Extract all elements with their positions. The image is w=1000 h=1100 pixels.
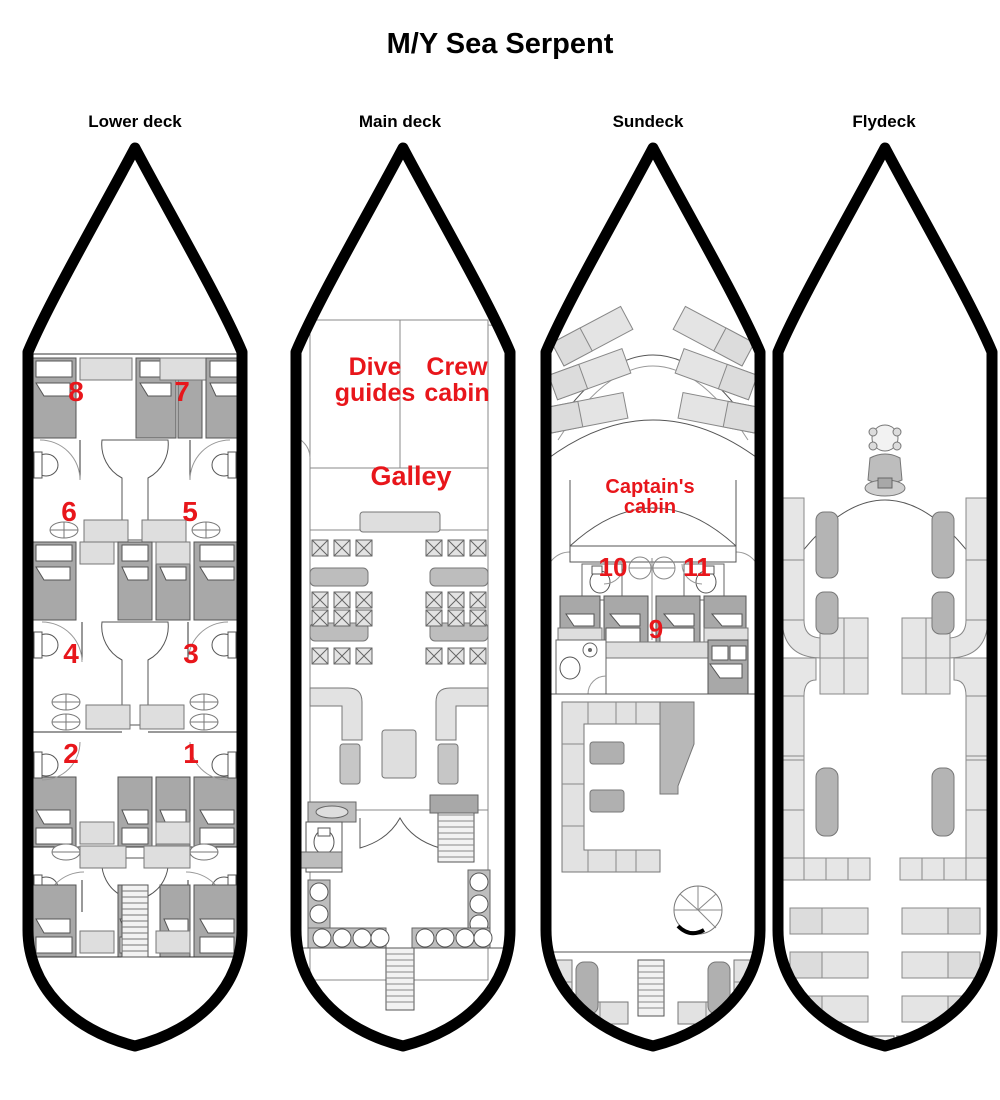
sun-loungers-bow (546, 305, 760, 434)
cabin-row-2-1 (28, 884, 242, 958)
deck-label-lower-deck: Lower deck (88, 112, 182, 131)
captains-cabin-room (546, 480, 760, 577)
tank-rack-right-vertical (467, 869, 491, 934)
cabin-9-area (546, 639, 760, 695)
corridor-middle (85, 621, 185, 730)
salon-sofas (309, 687, 489, 785)
forward-cabins (296, 319, 510, 469)
stairs-main-deck-side (437, 809, 475, 863)
hull-outline-main-deck (290, 142, 516, 1052)
cabin-row-6-5 (31, 541, 239, 621)
flydeck-upper-sofas (778, 497, 992, 761)
tank-rack-left-horizontal (307, 927, 390, 949)
deck-label-main-deck: Main deck (358, 112, 442, 131)
tank-rack-left-vertical (307, 879, 331, 929)
corridor-upper (83, 439, 187, 543)
deck-label-flydeck: Flydeck (852, 112, 916, 131)
deck-main-deck (278, 140, 528, 1070)
cabin-row-4-3 (28, 776, 242, 848)
stairs-sundeck-stern (637, 959, 665, 1017)
cabin-10-11-beds (557, 595, 749, 643)
dining-salon (309, 511, 489, 811)
tank-rack-right-horizontal (411, 927, 493, 949)
hull-outline-flydeck (772, 142, 998, 1052)
spiral-staircase-sundeck (673, 885, 723, 936)
hull-outline-lower-deck (22, 142, 248, 1052)
cabin-row-8-7 (31, 357, 241, 439)
bathrooms-row-2 (28, 621, 242, 733)
deck-sundeck (528, 140, 778, 1070)
page-title: M/Y Sea Serpent (386, 28, 614, 60)
bathrooms-row-1 (33, 439, 237, 539)
cabin-10-11-bathrooms (581, 556, 725, 640)
galley-room (309, 467, 489, 531)
hull-outline-sundeck (540, 142, 766, 1052)
deck-flydeck (760, 140, 1000, 1070)
deck-label-sundeck: Sundeck (612, 112, 684, 131)
stairs-main-deck-stern (385, 947, 415, 1011)
helm-console (864, 424, 906, 497)
lounge-c-shape (561, 701, 695, 873)
flydeck-upper-tables (815, 511, 955, 635)
flydeck-sun-loungers (789, 907, 981, 1023)
dive-deck (296, 794, 510, 1011)
deck-lower-deck (10, 140, 260, 1070)
staircase-lower-deck (121, 884, 149, 958)
flydeck-lower-sofas (779, 759, 991, 881)
flydeck-lower-tables (815, 767, 955, 837)
